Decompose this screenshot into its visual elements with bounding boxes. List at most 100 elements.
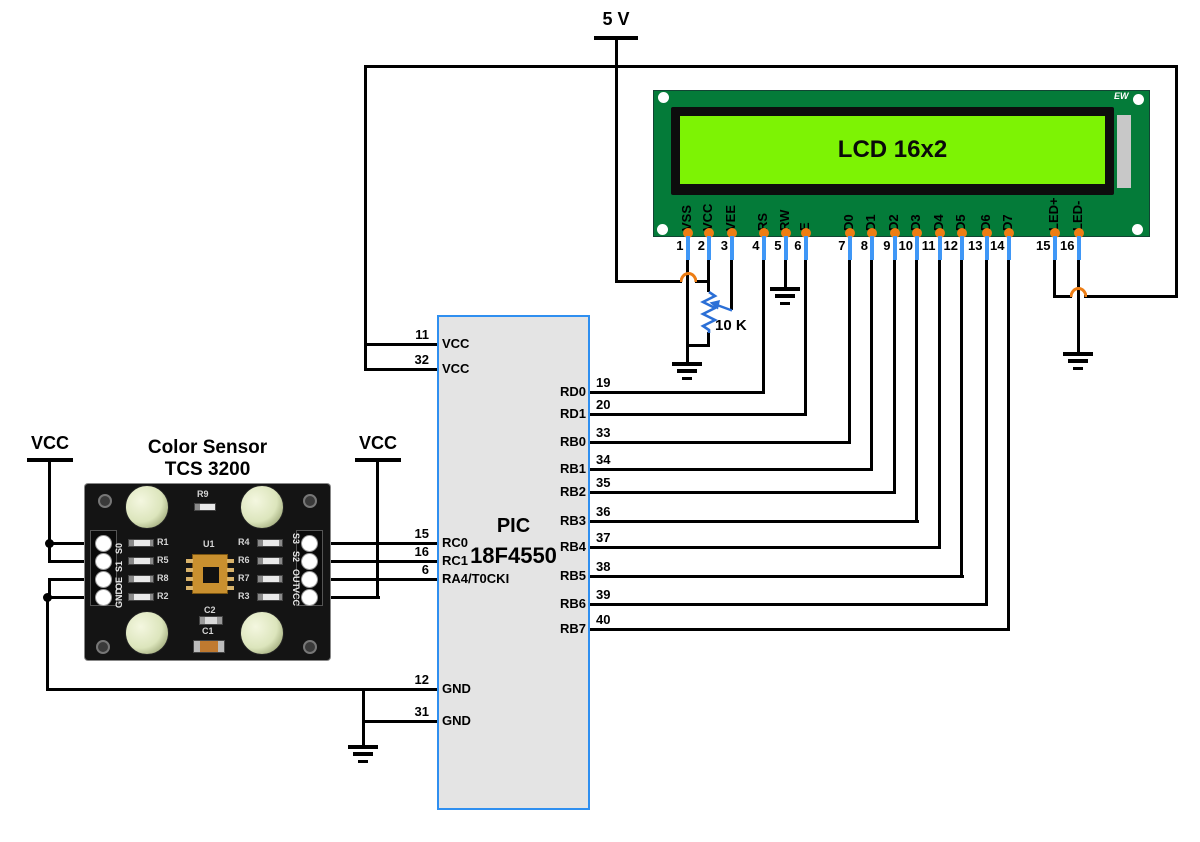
- lcd-pin-number: 15: [1036, 238, 1051, 253]
- pic-pin-label: RC1: [442, 553, 469, 568]
- pic-pin-number: 16: [414, 544, 429, 559]
- lcd-mount-hole: [1132, 224, 1143, 235]
- wire-vcc-left-drop: [48, 461, 51, 563]
- wire-s0: [48, 542, 95, 545]
- pic-title: PIC 18F4550: [437, 511, 590, 571]
- junction-dot: [43, 593, 52, 602]
- pic-pin-number: 36: [596, 504, 611, 519]
- sensor-pin-hole: [301, 571, 318, 588]
- wire-d7: [1007, 257, 1010, 631]
- wire-right-rail: [1175, 65, 1178, 298]
- wire-rw: [784, 257, 787, 289]
- lcd-pin-number: 4: [752, 238, 760, 253]
- sensor-led: [240, 611, 284, 655]
- lcd-pin: D2 9: [867, 177, 923, 267]
- lcd-pin-number: 7: [838, 238, 846, 253]
- lcd-pin-stub: [892, 236, 897, 260]
- resistor-component: [128, 575, 154, 583]
- wire-e: [804, 257, 807, 416]
- ic-pin: [227, 577, 234, 581]
- lcd-pin-stub: [960, 236, 964, 260]
- pic-pin-number: 20: [596, 397, 611, 412]
- wire-oe: [48, 578, 95, 581]
- lcd-pin-stub: [1076, 236, 1081, 260]
- lcd-pin: VSS 1: [660, 177, 716, 267]
- lcd-pin-number: 10: [898, 238, 913, 253]
- pic-pin-number: 40: [596, 612, 611, 627]
- lcd-pin-dot: [682, 228, 693, 238]
- lcd-pin-number: 9: [883, 238, 891, 253]
- wire-vcc: [707, 257, 710, 292]
- lcd-pin-dot: [1073, 228, 1084, 238]
- component-ref: R3: [238, 591, 250, 601]
- sensor-pin-label: VCC: [291, 587, 301, 607]
- supply-5v-label: 5 V: [602, 9, 630, 29]
- wire-vcc-right-drop: [376, 461, 379, 599]
- wire-rb3: [590, 520, 919, 523]
- wire-vss: [686, 257, 689, 364]
- pic-pin-label: GND: [442, 713, 471, 728]
- lcd-pin-dot: [844, 228, 855, 238]
- wire-sensor-gnd: [46, 596, 95, 599]
- vcc-right-bar: [355, 458, 401, 462]
- lcd-pin: D3 10: [889, 177, 945, 267]
- supply-5v-bar: [594, 36, 638, 40]
- wire-vee: [730, 257, 733, 310]
- wire-hop-arc: [1070, 287, 1087, 298]
- lcd-pin-number: 13: [968, 238, 983, 253]
- wire-gnd-branch: [362, 688, 365, 748]
- pic-pin-label: RB3: [559, 513, 586, 528]
- potentiometer: [700, 290, 733, 333]
- component-ref: R4: [238, 537, 250, 547]
- wire-d5: [960, 257, 963, 578]
- lcd-mount-hole: [658, 92, 669, 103]
- lcd-pin-stub: [730, 236, 734, 260]
- pic-pin-number: 34: [596, 452, 611, 467]
- lcd-pin: LED+ 15: [1027, 177, 1083, 267]
- pic-pin-label: RC0: [442, 535, 469, 550]
- resistor-component: [194, 503, 216, 511]
- wire-gnd-bus: [46, 688, 437, 691]
- wire-led-plus: [1053, 295, 1072, 298]
- wire-top-rail: [364, 65, 1178, 68]
- lcd-pin-dot: [957, 228, 967, 238]
- pic-title-line1: PIC: [496, 515, 531, 537]
- resistor-component: [257, 593, 283, 601]
- wire-sensor-vcc: [320, 596, 380, 599]
- lcd-screen: [680, 116, 1105, 184]
- component-ref: R6: [238, 555, 250, 565]
- lcd-pin: VCC 2: [681, 177, 737, 267]
- ic-pin: [186, 577, 193, 581]
- lcd-pin-name: D7: [999, 214, 1015, 231]
- pic-chip: [437, 315, 590, 810]
- sensor-pin-label: OUT: [291, 569, 301, 588]
- lcd-pin-stub: [761, 236, 766, 260]
- lcd-pin-stub: [783, 236, 788, 260]
- wire-d3: [915, 257, 918, 523]
- lcd-pin-dot: [934, 228, 945, 238]
- lcd-pin-number: 2: [697, 238, 705, 253]
- wire-pic-gnd31: [362, 720, 437, 723]
- pic-title-line2: 18F4550: [470, 543, 557, 568]
- lcd-pin-number: 12: [943, 238, 958, 253]
- sensor-led: [240, 485, 284, 529]
- wire-rb4: [590, 546, 941, 549]
- pic-pin-number: 32: [414, 352, 429, 367]
- lcd-pin-stub: [803, 236, 808, 260]
- sensor-mount-hole: [303, 640, 317, 654]
- ic-pin: [186, 568, 193, 572]
- vcc-symbol-right: VCC: [358, 433, 397, 453]
- wire-5v-branch: [615, 280, 682, 283]
- vcc-left-bar: [27, 458, 73, 462]
- wire-d4: [938, 257, 941, 549]
- wire-rd0: [590, 391, 765, 394]
- wire-d2: [893, 257, 896, 494]
- lcd-pin-number: 3: [720, 238, 728, 253]
- wire-rd1: [590, 413, 807, 416]
- lcd-pin-stub: [1006, 236, 1011, 260]
- sensor-pin-hole: [95, 535, 112, 552]
- sensor-pin-hole: [95, 553, 112, 570]
- sensor-board: S0 S1 OE GND S3 S2 OUT VCC R9 R1 R5 R8 R…: [85, 484, 330, 660]
- sensor-pin-hole: [95, 571, 112, 588]
